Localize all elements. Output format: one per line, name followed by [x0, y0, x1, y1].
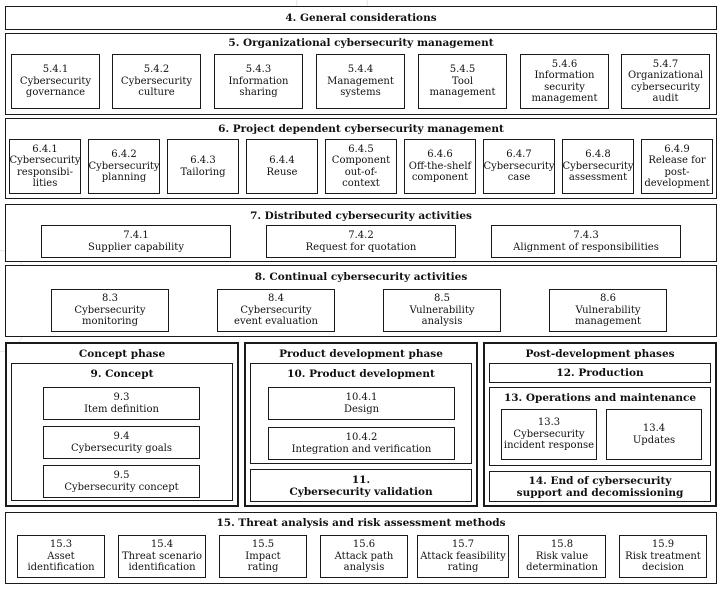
section-8-continual: 8. Continual cybersecurity activities 8.… — [5, 265, 717, 337]
post-development-phases: Post-development phases 12. Production 1… — [483, 342, 717, 507]
clause-8-5: 8.5 Vulnerability analysis — [383, 289, 501, 332]
clause-6-4-9: 6.4.9 Release for post- development — [641, 139, 713, 194]
section-4-title: 4. General considerations — [285, 12, 437, 24]
section-7-title: 7. Distributed cybersecurity activities — [250, 210, 472, 222]
clause-9-5: 9.5 Cybersecurity concept — [43, 465, 200, 498]
clause-13-4: 13.4 Updates — [606, 409, 702, 460]
clause-10-4-1: 10.4.1 Design — [268, 387, 455, 420]
clause-15-8: 15.8 Risk value determination — [518, 535, 606, 578]
clause-5-4-7: 5.4.7 Organizational cybersecurity audit — [621, 54, 710, 109]
clause-6-4-2: 6.4.2 Cybersecurity planning — [88, 139, 160, 194]
clause-9-4: 9.4 Cybersecurity goals — [43, 426, 200, 459]
section-7-distributed: 7. Distributed cybersecurity activities … — [5, 204, 717, 262]
clause-6-4-1: 6.4.1 Cybersecurity responsibi- lities — [9, 139, 81, 194]
clause-7-4-2: 7.4.2 Request for quotation — [266, 225, 456, 258]
section-5-organizational: 5. Organizational cybersecurity manageme… — [5, 33, 717, 115]
clause-15-4: 15.4 Threat scenario identification — [118, 535, 206, 578]
clause-6-4-5: 6.4.5 Component out-of-context — [325, 139, 397, 194]
clause-5-4-1: 5.4.1 Cybersecurity governance — [11, 54, 100, 109]
clause-7-4-1: 7.4.1 Supplier capability — [41, 225, 231, 258]
clause-10-title: 10. Product development — [287, 368, 435, 380]
section-6-project: 6. Project dependent cybersecurity manag… — [5, 118, 717, 199]
clause-5-4-3: 5.4.3 Information sharing — [214, 54, 303, 109]
clause-5-4-4: 5.4.4 Management systems — [316, 54, 405, 109]
section-6-title: 6. Project dependent cybersecurity manag… — [218, 123, 504, 135]
clause-15-6: 15.6 Attack path analysis — [320, 535, 408, 578]
clause-6-4-8: 6.4.8 Cybersecurity assessment — [562, 139, 634, 194]
section-4-general: 4. General considerations — [5, 6, 717, 30]
clause-6-4-7: 6.4.7 Cybersecurity case — [483, 139, 555, 194]
clause-15-7: 15.7 Attack feasibility rating — [417, 535, 509, 578]
clause-5-4-6: 5.4.6 Information security management — [520, 54, 609, 109]
clause-8-6: 8.6 Vulnerability management — [549, 289, 667, 332]
clause-8-3: 8.3 Cybersecurity monitoring — [51, 289, 169, 332]
clause-6-4-4: 6.4.4 Reuse — [246, 139, 318, 194]
clause-9-concept: 9. Concept 9.3 Item definition 9.4 Cyber… — [11, 363, 233, 501]
clause-10-product-development: 10. Product development 10.4.1 Design 10… — [250, 363, 472, 464]
clause-7-4-3: 7.4.3 Alignment of responsibilities — [491, 225, 681, 258]
clause-9-title: 9. Concept — [90, 368, 154, 380]
clause-9-3: 9.3 Item definition — [43, 387, 200, 420]
clause-15-9: 15.9 Risk treatment decision — [619, 535, 707, 578]
post-phase-title: Post-development phases — [525, 348, 675, 360]
clause-6-4-3: 6.4.3 Tailoring — [167, 139, 239, 194]
clause-5-4-5: 5.4.5 Tool management — [418, 54, 507, 109]
clause-8-4: 8.4 Cybersecurity event evaluation — [217, 289, 335, 332]
section-15-tara: 15. Threat analysis and risk assessment … — [5, 512, 717, 584]
clause-5-4-2: 5.4.2 Cybersecurity culture — [112, 54, 201, 109]
clause-11-validation: 11. Cybersecurity validation — [250, 469, 472, 502]
clause-13-operations: 13. Operations and maintenance 13.3 Cybe… — [489, 387, 711, 466]
product-development-phase: Product development phase 10. Product de… — [244, 342, 478, 507]
concept-phase-title: Concept phase — [78, 348, 166, 360]
section-15-title: 15. Threat analysis and risk assessment … — [216, 517, 506, 529]
clause-15-3: 15.3 Asset identification — [17, 535, 105, 578]
clause-12-production: 12. Production — [489, 363, 711, 383]
section-5-title: 5. Organizational cybersecurity manageme… — [228, 37, 494, 49]
section-8-title: 8. Continual cybersecurity activities — [254, 271, 468, 283]
clause-6-4-6: 6.4.6 Off-the-shelf component — [404, 139, 476, 194]
product-phase-title: Product development phase — [279, 348, 443, 360]
clause-14-end-of-support: 14. End of cybersecurity support and dec… — [489, 471, 711, 502]
concept-phase: Concept phase 9. Concept 9.3 Item defini… — [5, 342, 239, 507]
clause-13-title: 13. Operations and maintenance — [503, 392, 697, 404]
clause-10-4-2: 10.4.2 Integration and verification — [268, 427, 455, 460]
clause-15-5: 15.5 Impact rating — [219, 535, 307, 578]
clause-13-3: 13.3 Cybersecurity incident response — [501, 409, 597, 460]
